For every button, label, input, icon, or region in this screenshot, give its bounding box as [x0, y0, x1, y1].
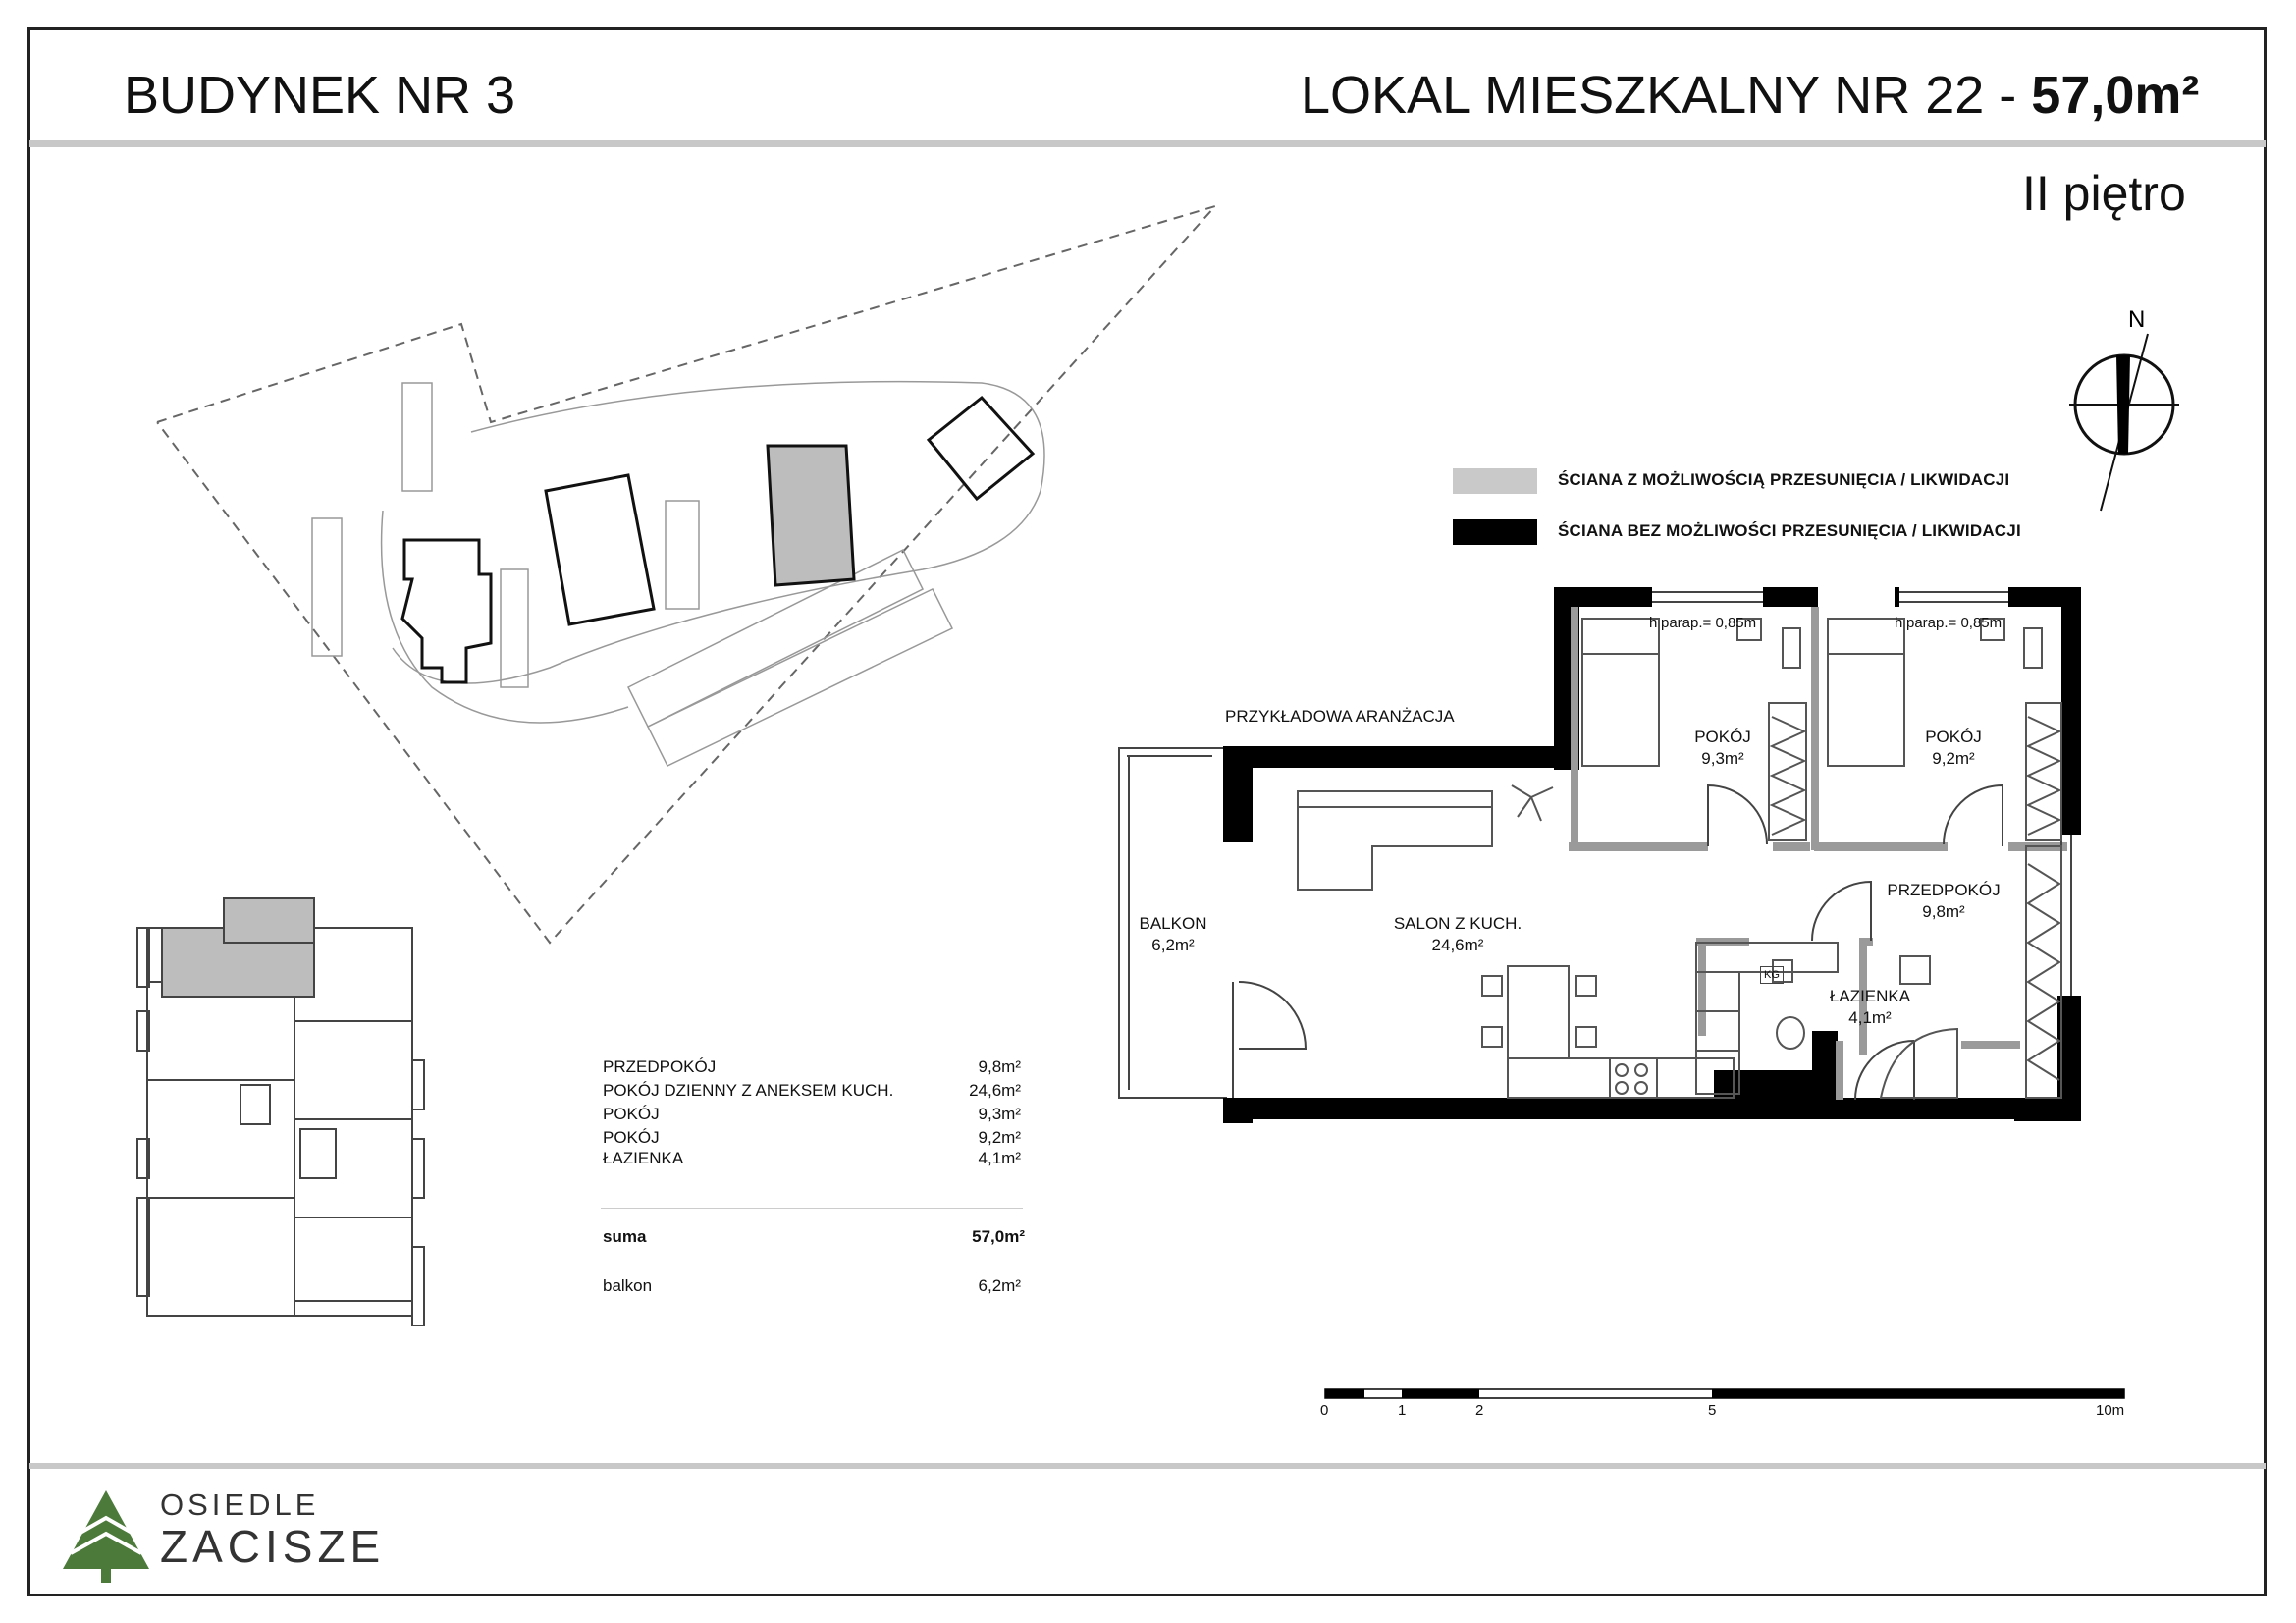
room-pokoj-2-name: POKÓJ	[1925, 728, 1982, 746]
kg-label: KG	[1760, 966, 1784, 984]
table-total-value: 57,0m²	[972, 1227, 1025, 1246]
plan-caption: PRZYKŁADOWA ARANŻACJA	[1225, 707, 1455, 726]
room-pokoj-1: POKÓJ 9,3m²	[1679, 727, 1767, 770]
table-divider	[601, 1208, 1023, 1209]
room-lazienka: ŁAZIENKA 4,1m²	[1816, 986, 1924, 1029]
floor-label: II piętro	[2022, 166, 2186, 221]
header-rule	[29, 140, 2266, 147]
room-balkon-name: BALKON	[1139, 914, 1207, 933]
table-row-area-4: 9,2m²	[978, 1128, 1021, 1147]
table-row-area-1: 9,8m²	[978, 1057, 1021, 1076]
legend-label-movable: ŚCIANA Z MOŻLIWOŚCIĄ PRZESUNIĘCIA / LIKW…	[1558, 470, 2010, 489]
legend-swatch-movable	[1453, 468, 1537, 494]
table-balcony-value: 6,2m²	[978, 1276, 1021, 1295]
sill-prefix-2: h	[1895, 615, 1903, 631]
room-przedpokoj-area: 9,8m²	[1922, 902, 1965, 921]
table-row-name-3: POKÓJ	[603, 1105, 660, 1123]
unit-title-prefix: LOKAL MIESZKALNY NR 22 -	[1301, 66, 2032, 125]
scale-label-1: 1	[1398, 1402, 1407, 1419]
room-balkon-area: 6,2m²	[1151, 936, 1195, 954]
table-row-name-4: POKÓJ	[603, 1128, 660, 1147]
room-pokoj-1-name: POKÓJ	[1694, 728, 1751, 746]
room-pokoj-1-area: 9,3m²	[1701, 749, 1744, 768]
table-row-name-2: POKÓJ DZIENNY Z ANEKSEM KUCH.	[603, 1081, 894, 1100]
sill-height-2: parap.= 0,85m	[1906, 615, 2002, 631]
table-row-area-2: 24,6m²	[969, 1081, 1021, 1100]
scale-label-2: 2	[1475, 1402, 1484, 1419]
room-lazienka-area: 4,1m²	[1848, 1008, 1892, 1027]
sill-height-1: parap.= 0,85m	[1661, 615, 1757, 631]
table-balcony-label: balkon	[603, 1276, 653, 1295]
unit-title: LOKAL MIESZKALNY NR 22 - 57,0m²	[1301, 65, 2199, 126]
room-salon-name: SALON Z KUCH.	[1393, 914, 1522, 933]
table-total-label: suma	[603, 1227, 647, 1246]
sill-prefix-1: h	[1649, 615, 1658, 631]
scale-label-5: 5	[1708, 1402, 1717, 1419]
room-balkon: BALKON 6,2m²	[1129, 913, 1217, 956]
logo-line-2: ZACISZE	[160, 1521, 386, 1572]
room-pokoj-2: POKÓJ 9,2m²	[1909, 727, 1998, 770]
room-salon: SALON Z KUCH. 24,6m²	[1374, 913, 1541, 956]
table-row-area-3: 9,3m²	[978, 1105, 1021, 1123]
legend-label-fixed: ŚCIANA BEZ MOŻLIWOŚCI PRZESUNIĘCIA / LIK…	[1558, 521, 2021, 540]
table-row-area-5: 4,1m²	[978, 1149, 1021, 1167]
room-przedpokoj-name: PRZEDPOKÓJ	[1887, 881, 2001, 899]
room-przedpokoj: PRZEDPOKÓJ 9,8m²	[1875, 880, 2012, 923]
room-lazienka-name: ŁAZIENKA	[1829, 987, 1911, 1005]
unit-area: 57,0m²	[2031, 66, 2200, 125]
legend-swatch-fixed	[1453, 519, 1537, 545]
table-row-name-5: ŁAZIENKA	[603, 1149, 684, 1167]
table-row-name-1: PRZEDPOKÓJ	[603, 1057, 717, 1076]
scale-label-0: 0	[1320, 1402, 1329, 1419]
scale-label-10: 10m	[2096, 1402, 2125, 1419]
page-frame	[27, 27, 2267, 1596]
footer-rule	[29, 1463, 2266, 1469]
building-title: BUDYNEK NR 3	[124, 66, 516, 125]
room-salon-area: 24,6m²	[1431, 936, 1484, 954]
room-pokoj-2-area: 9,2m²	[1932, 749, 1975, 768]
logo-line-1: OSIEDLE	[160, 1488, 320, 1522]
